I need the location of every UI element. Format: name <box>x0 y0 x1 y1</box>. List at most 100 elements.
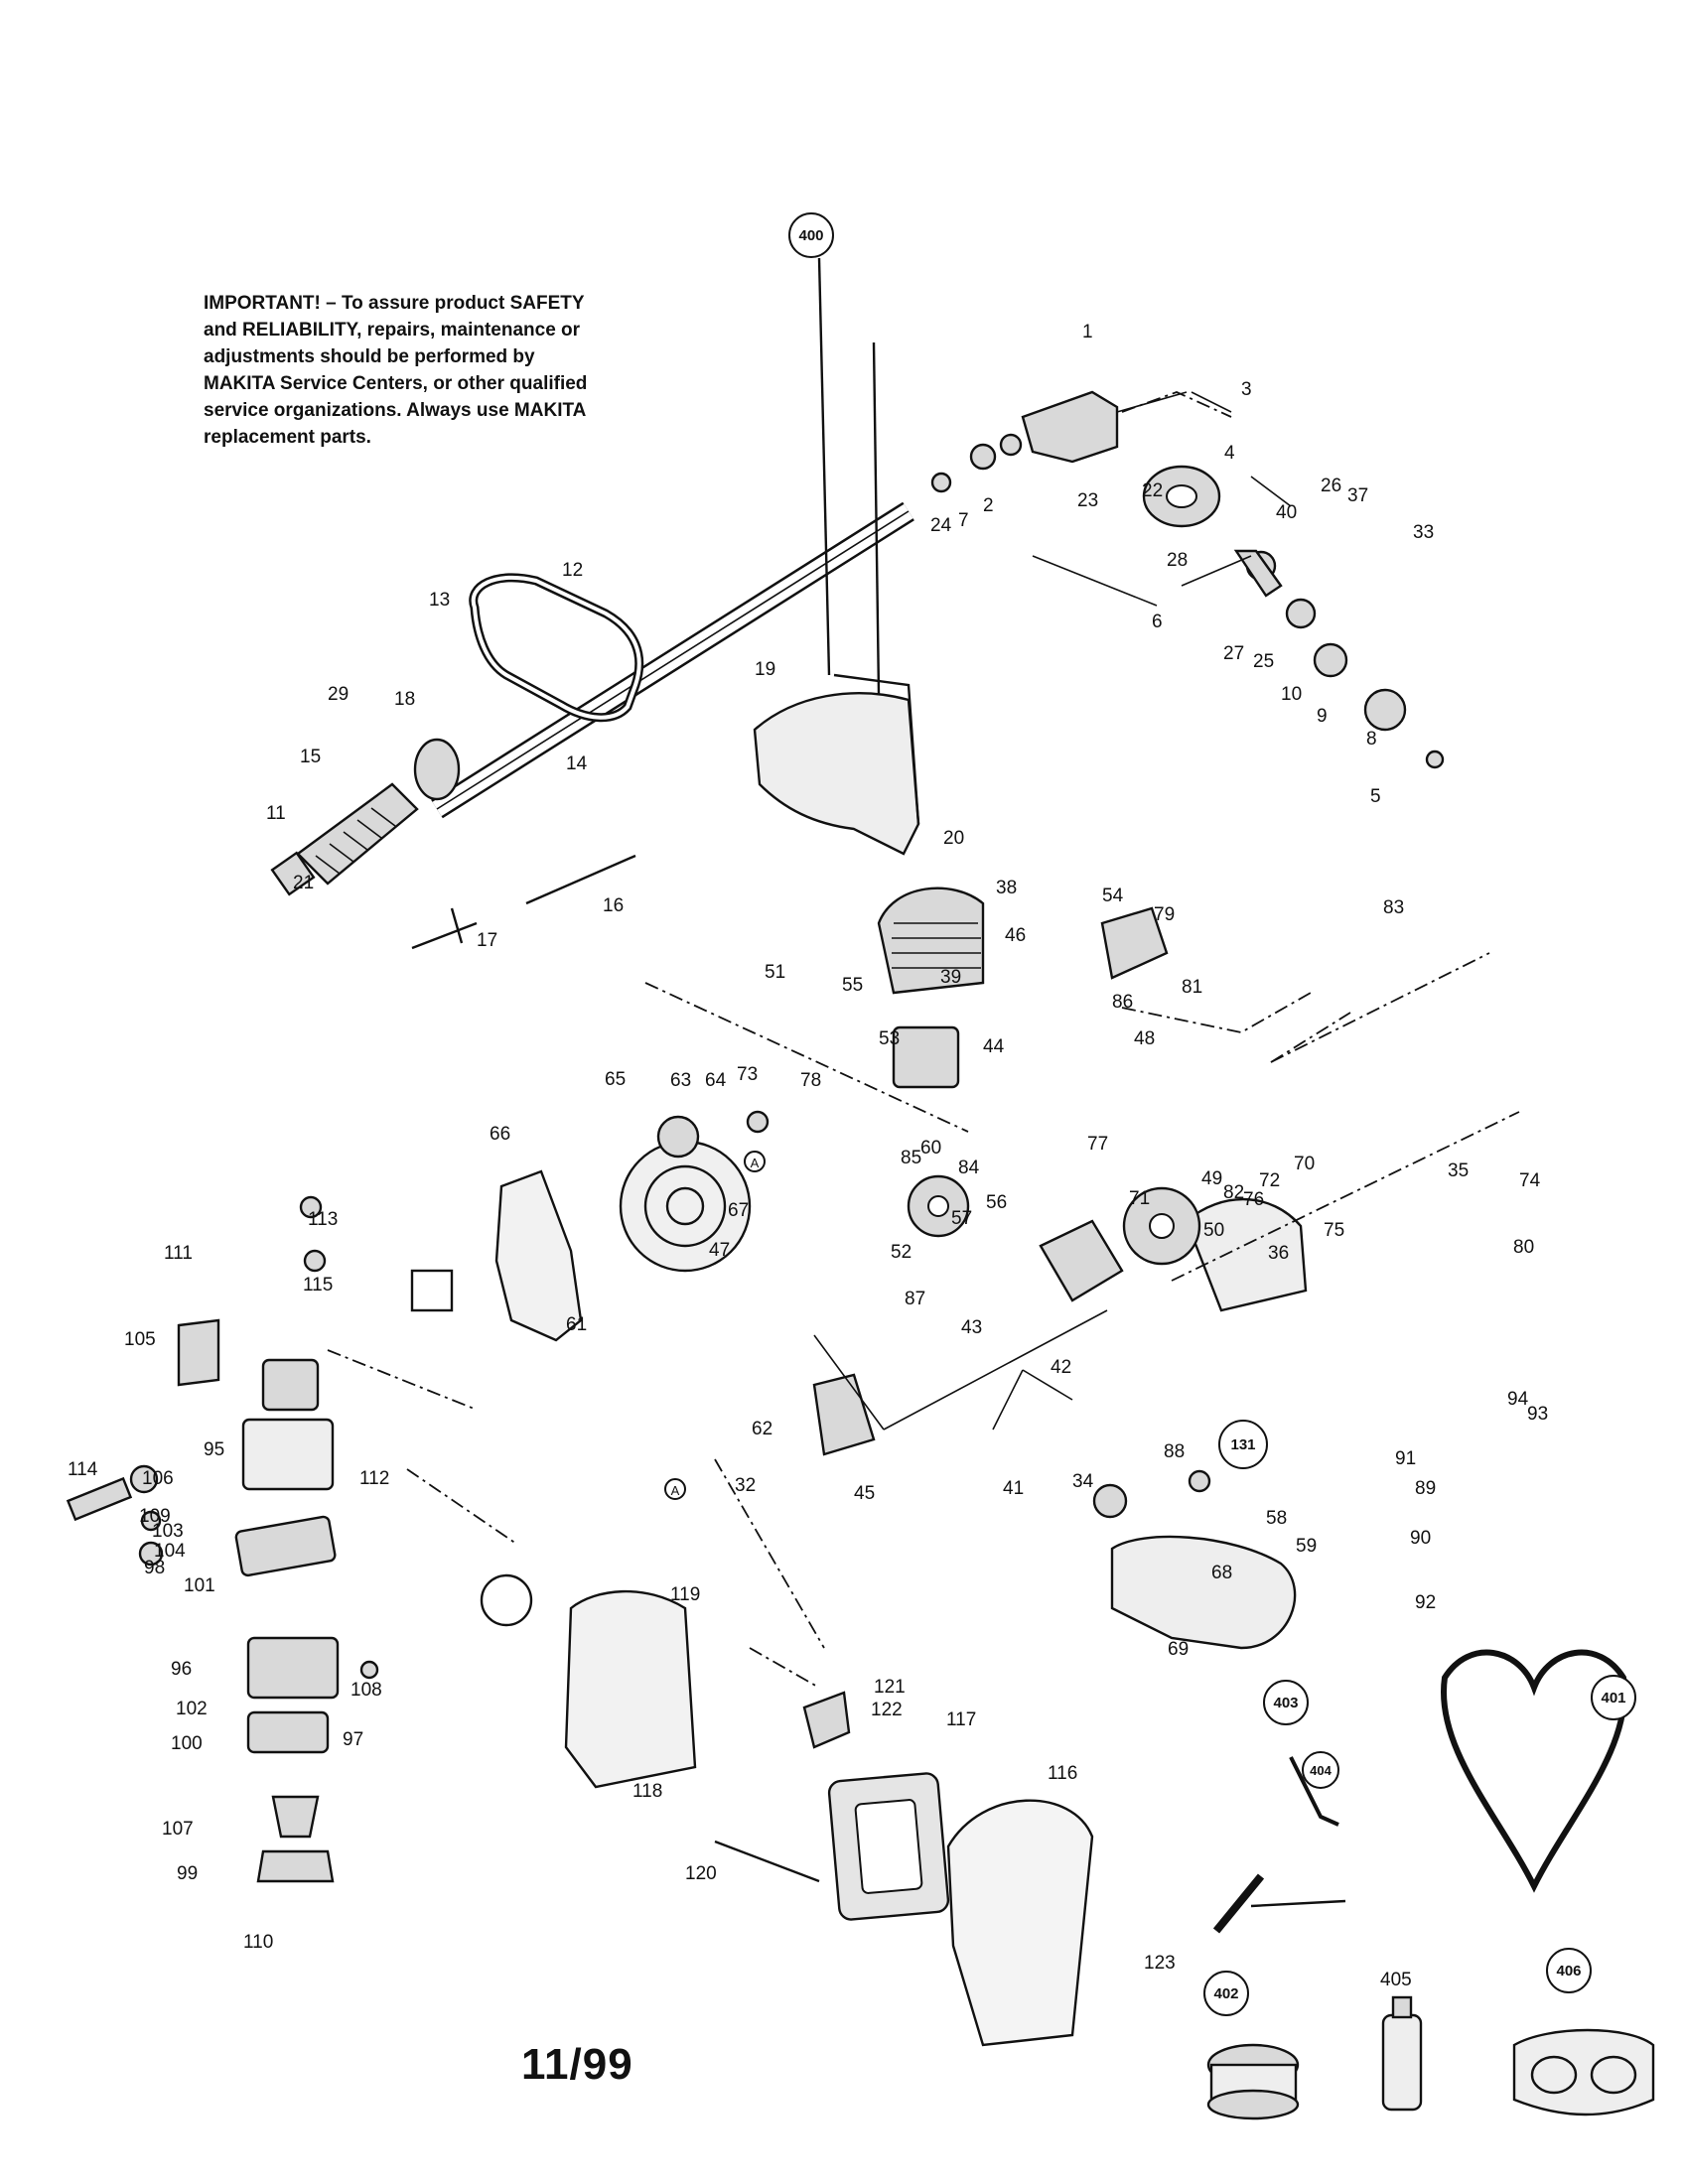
part-label: 119 <box>670 1584 700 1605</box>
svg-text:A: A <box>751 1156 760 1170</box>
part-label: 68 <box>1211 1563 1232 1583</box>
part-label: 109 <box>139 1506 171 1527</box>
part-label: 15 <box>300 747 321 767</box>
kit-label-131: 131 <box>1218 1420 1268 1469</box>
svg-text:131: 131 <box>1230 1436 1255 1453</box>
part-label: 13 <box>429 590 450 611</box>
part-label: 102 <box>176 1699 208 1719</box>
part-label: 35 <box>1448 1160 1469 1181</box>
part-label: 50 <box>1203 1220 1224 1241</box>
part-number-labels: 1 2 3 4 5 6 7 8 9 10 11 12 13 14 15 16 1… <box>68 322 1548 1974</box>
part-label: 34 <box>1072 1471 1094 1492</box>
part-label: 113 <box>308 1209 338 1230</box>
part-label: 121 <box>874 1677 906 1698</box>
part-label: 84 <box>958 1158 980 1178</box>
part-label: 78 <box>800 1070 821 1091</box>
cylinder-fins <box>892 922 981 969</box>
part-label: 110 <box>243 1932 273 1953</box>
part-label: 104 <box>154 1541 186 1562</box>
part-label: 36 <box>1268 1243 1289 1264</box>
part-label: 46 <box>1005 925 1026 946</box>
part-label: 59 <box>1296 1536 1317 1557</box>
kit-label-406: 406 <box>1546 1948 1592 1993</box>
part-label: 19 <box>755 659 775 680</box>
part-label: 5 <box>1370 786 1381 807</box>
part-label: 23 <box>1077 490 1098 511</box>
part-label: 80 <box>1513 1237 1534 1258</box>
part-label: 37 <box>1347 485 1368 506</box>
notice-line-4: MAKITA Service Centers, or other qualifi… <box>204 373 588 394</box>
part-label: 14 <box>566 753 588 774</box>
assembly-brackets <box>327 391 1520 1689</box>
part-label: 96 <box>171 1659 192 1680</box>
kit-label-402: 402 <box>1203 1971 1249 2016</box>
svg-text:402: 402 <box>1213 1985 1238 2002</box>
reference-markers: A A <box>664 1151 766 1500</box>
part-label: 18 <box>394 689 415 710</box>
part-label: 58 <box>1266 1508 1287 1529</box>
part-label: 6 <box>1152 612 1163 632</box>
svg-text:406: 406 <box>1556 1963 1581 1979</box>
throttle-grip-ribs <box>315 807 396 875</box>
part-label: 22 <box>1142 480 1163 501</box>
part-label: 11 <box>266 803 286 824</box>
carburetor-assembly <box>66 1195 379 1883</box>
svg-text:401: 401 <box>1601 1690 1625 1706</box>
part-label: 4 <box>1224 443 1235 464</box>
part-label: 7 <box>958 510 969 531</box>
notice-line-1: IMPORTANT! – To assure product SAFETY <box>204 293 585 314</box>
part-label: 97 <box>343 1729 363 1750</box>
part-label: 83 <box>1383 897 1404 918</box>
part-label: 44 <box>983 1036 1005 1057</box>
tool-wrench <box>1212 1756 1346 1934</box>
part-label: 101 <box>184 1575 215 1596</box>
part-label: 100 <box>171 1733 203 1754</box>
svg-text:A: A <box>671 1483 680 1498</box>
gear-head-assembly <box>930 390 1445 769</box>
part-label: 56 <box>986 1192 1007 1213</box>
part-label: 63 <box>670 1070 691 1091</box>
part-label: 123 <box>1144 1953 1176 1974</box>
part-label: 89 <box>1415 1478 1436 1499</box>
part-label: 106 <box>142 1468 174 1489</box>
part-label: 116 <box>1048 1763 1077 1784</box>
part-label: 33 <box>1413 522 1434 543</box>
part-label: 2 <box>983 495 994 516</box>
part-label: 105 <box>124 1329 156 1350</box>
part-label: 82 <box>1223 1182 1244 1203</box>
part-label: 95 <box>204 1439 224 1460</box>
part-label: 107 <box>162 1819 194 1840</box>
part-label: 69 <box>1168 1639 1189 1660</box>
part-label: 27 <box>1223 643 1244 664</box>
part-label: 21 <box>293 873 314 893</box>
part-label: 26 <box>1321 476 1341 496</box>
part-label: 118 <box>632 1781 662 1802</box>
part-label: 43 <box>961 1317 982 1338</box>
notice-line-5: service organizations. Always use MAKITA <box>204 400 587 421</box>
part-label: 65 <box>605 1069 626 1090</box>
part-label: 90 <box>1410 1528 1431 1549</box>
kit-label-401: 401 <box>1591 1675 1636 1720</box>
part-label: 99 <box>177 1863 198 1884</box>
part-label: 87 <box>905 1289 925 1309</box>
part-label: 111 <box>164 1243 193 1264</box>
part-label: 3 <box>1241 379 1252 400</box>
part-label: 94 <box>1507 1389 1529 1410</box>
circled-kit-labels: 400 401 402 403 404 406 131 405 <box>788 212 1636 2016</box>
safety-goggles <box>1512 2028 1655 2116</box>
fuel-tank <box>1092 1469 1297 1650</box>
line-spool <box>1206 2043 1300 2120</box>
air-filter-assembly <box>480 1573 1094 2047</box>
part-label: 67 <box>728 1200 749 1221</box>
part-label: 55 <box>842 975 863 996</box>
part-label: 16 <box>603 895 624 916</box>
part-label: 20 <box>943 828 964 849</box>
part-label-405: 405 <box>1380 1970 1412 1990</box>
part-label: 8 <box>1366 729 1377 750</box>
notice-line-3: adjustments should be performed by <box>204 346 535 367</box>
part-label: 1 <box>1082 322 1093 342</box>
part-label: 88 <box>1164 1441 1185 1462</box>
part-label: 32 <box>735 1475 756 1496</box>
part-label: 54 <box>1102 886 1124 906</box>
starter-housing <box>410 1169 583 1342</box>
